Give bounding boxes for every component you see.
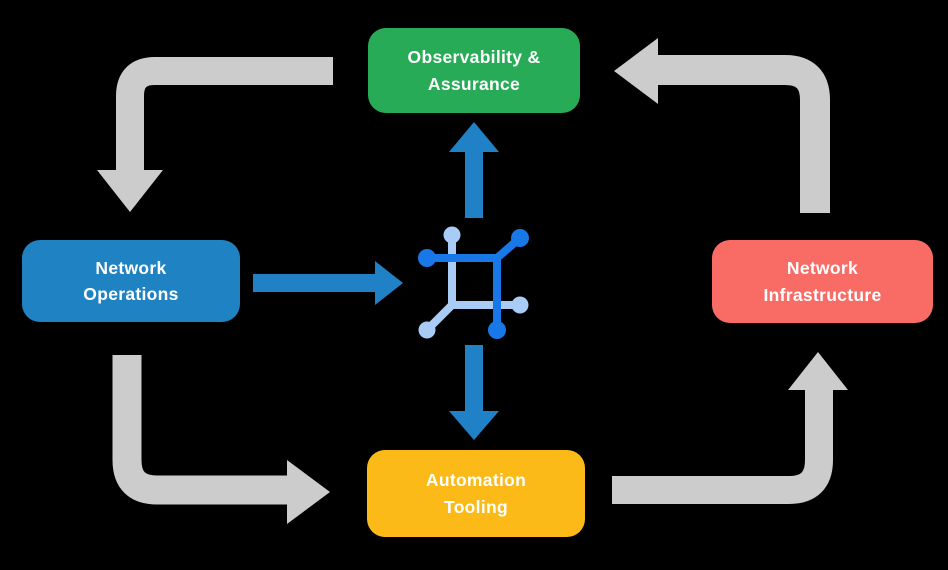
arrow-automation-to-infrastructure [612,352,848,504]
network-mesh-icon [418,226,529,339]
io-arrows [253,122,499,440]
node-network-operations: Network Operations [22,240,240,322]
arrow-operations-to-automation [112,355,330,524]
node-observability-assurance: Observability & Assurance [368,28,580,113]
arrow-center-to-observability [449,122,499,218]
arrow-observability-to-operations [97,57,333,212]
node-automation-tooling: Automation Tooling [367,450,585,537]
node-network-infrastructure: Network Infrastructure [712,240,933,323]
cycle-arrows [97,38,848,524]
arrow-infrastructure-to-observability [614,38,830,213]
arrow-operations-to-center [253,261,403,305]
arrow-center-to-automation [449,345,499,440]
